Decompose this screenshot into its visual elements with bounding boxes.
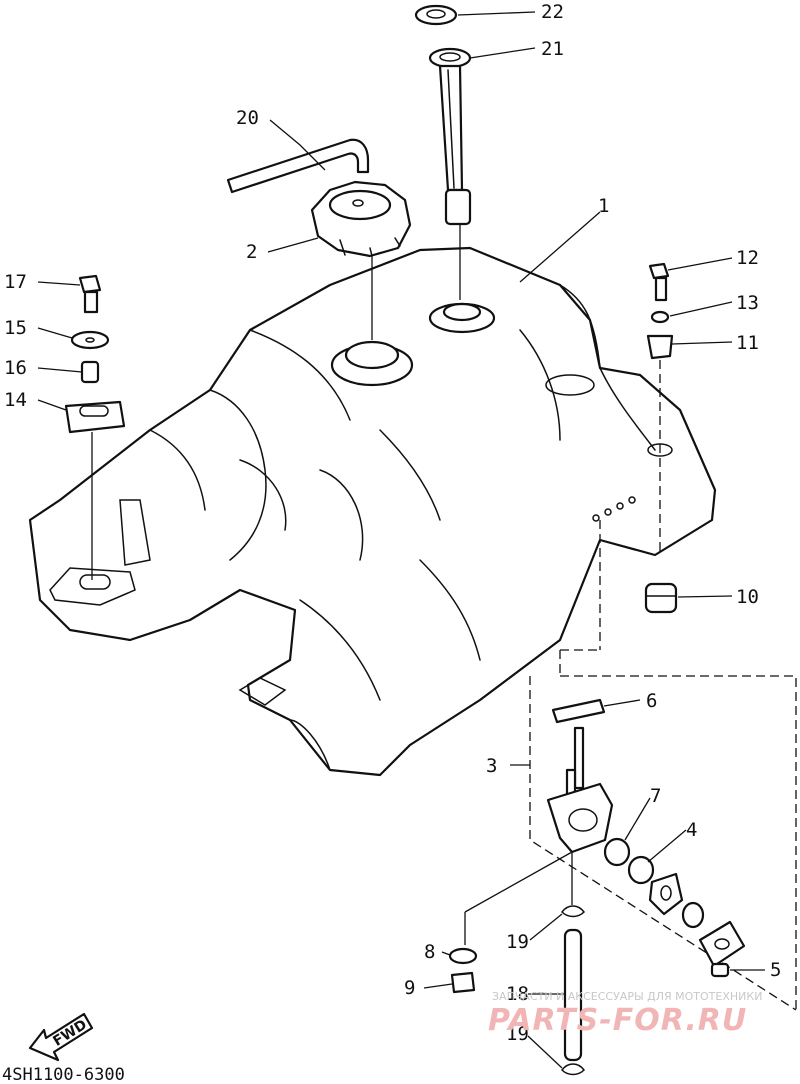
lever-part	[648, 872, 684, 916]
gasket-4	[627, 855, 655, 885]
callout-leaders	[37, 11, 765, 1069]
fuel-tank	[28, 246, 717, 777]
callout-17: 17	[4, 271, 27, 293]
callout-4: 4	[686, 819, 697, 841]
fuel-sender-unit	[428, 47, 472, 226]
damper-10	[644, 582, 678, 614]
damper-14	[64, 400, 126, 434]
fuel-cock-body	[546, 726, 614, 854]
callout-10: 10	[736, 586, 759, 608]
callout-7: 7	[650, 785, 661, 807]
callout-15: 15	[4, 317, 27, 339]
callout-9: 9	[404, 977, 415, 999]
callout-6: 6	[646, 690, 657, 712]
callout-numbers: 22 21 20 1 2 17 15 16 14 12 13 11 10 6 3…	[4, 1, 781, 1045]
callout-11: 11	[736, 332, 759, 354]
petcock-assembly-box	[529, 520, 797, 1011]
washer-13	[650, 310, 670, 324]
callout-16: 16	[4, 357, 27, 379]
callout-19-upper: 19	[506, 931, 529, 953]
callout-3: 3	[486, 755, 497, 777]
bolt-9	[450, 971, 476, 994]
sender-grommet	[414, 4, 458, 26]
washer-15	[70, 330, 110, 350]
callout-22: 22	[541, 1, 564, 23]
callout-8: 8	[424, 941, 435, 963]
diagram-code: 4SH1100-6300	[2, 1065, 125, 1084]
collar-16	[80, 360, 100, 384]
callout-21: 21	[541, 38, 564, 60]
strainer-6	[551, 698, 606, 724]
watermark: ЗАПЧАСТИ И АКСЕССУАРЫ ДЛЯ МОТОТЕХНИКИ PA…	[488, 990, 762, 1038]
callout-13: 13	[736, 292, 759, 314]
washer-8	[448, 947, 478, 965]
clip-19-upper	[561, 905, 585, 918]
callout-2: 2	[246, 241, 257, 263]
fuel-cap	[310, 180, 412, 258]
hose-18	[563, 928, 583, 1062]
breather-hose	[226, 138, 370, 194]
collar-11	[646, 334, 674, 360]
watermark-line2: PARTS-FOR.RU	[488, 1003, 747, 1038]
callout-19-lower: 19	[506, 1023, 529, 1045]
callout-1: 1	[598, 195, 609, 217]
bolt-12	[648, 262, 670, 302]
bolt-17	[78, 274, 102, 314]
callout-20: 20	[236, 107, 259, 129]
callout-12: 12	[736, 247, 759, 269]
seal-ring	[681, 901, 705, 929]
screw-5	[710, 962, 730, 978]
forward-direction-arrow: FWD	[28, 1012, 94, 1062]
callout-14: 14	[4, 389, 27, 411]
cover-plate	[698, 920, 746, 968]
clip-19-lower	[561, 1063, 585, 1076]
callout-18: 18	[506, 983, 529, 1005]
callout-5: 5	[770, 959, 781, 981]
watermark-line1: ЗАПЧАСТИ И АКСЕССУАРЫ ДЛЯ МОТОТЕХНИКИ	[492, 990, 762, 1003]
o-ring-7	[603, 837, 631, 867]
